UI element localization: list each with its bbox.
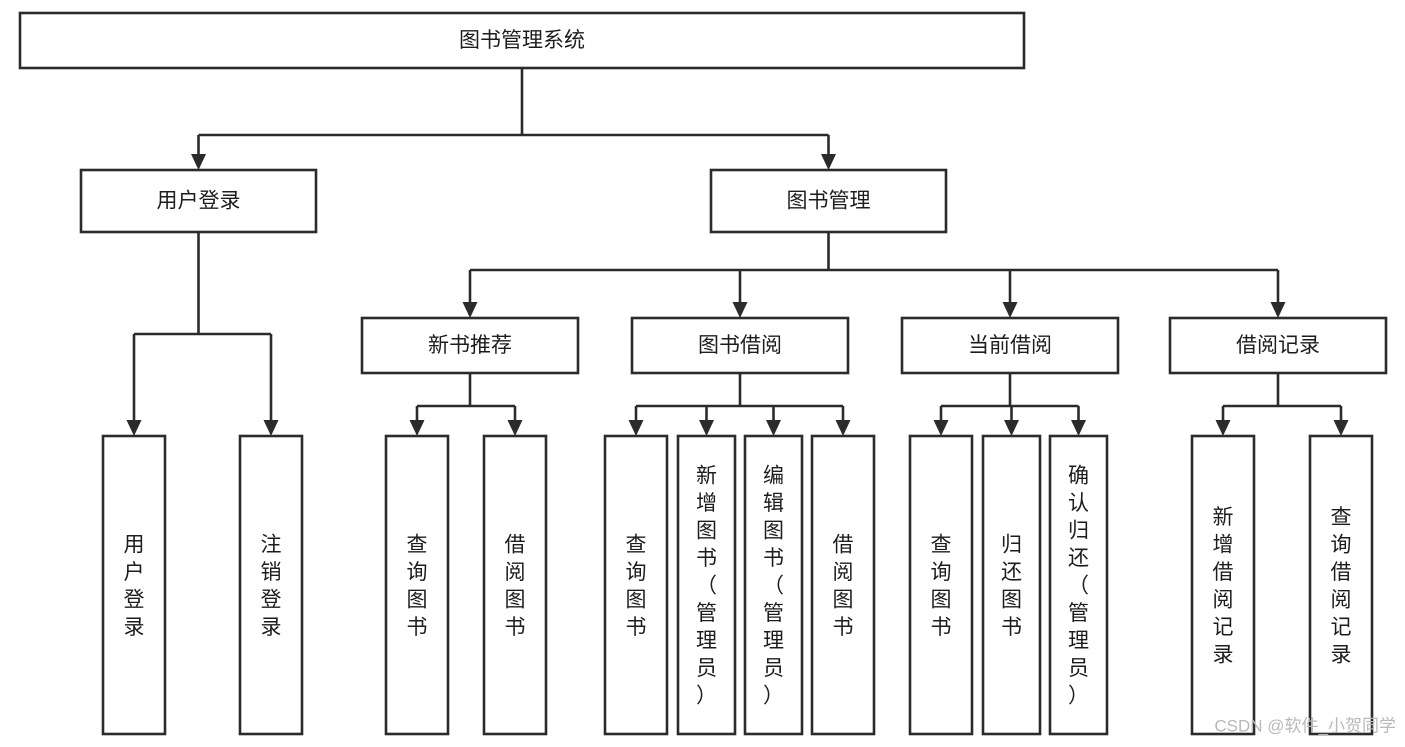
node-box[interactable]	[1168, 316, 1388, 375]
node-new-book-recommend[interactable]: 新书推荐	[360, 316, 580, 375]
node-label: 图书借阅	[698, 334, 782, 357]
node-box[interactable]	[908, 434, 974, 736]
node-label: 借阅图书	[833, 533, 854, 639]
node-label: 查询图书	[626, 533, 647, 639]
connectors-layer	[126, 68, 1349, 436]
node-label: 新增借阅记录	[1213, 506, 1234, 667]
arrow-head-icon	[699, 420, 714, 436]
arrow-head-icon	[821, 154, 836, 170]
node-leaf-add-book-admin[interactable]: 新增图书（管理员）	[676, 434, 737, 736]
node-box[interactable]	[79, 168, 318, 234]
node-label: 归还图书	[1001, 533, 1022, 639]
node-box[interactable]	[360, 316, 580, 375]
node-label: 用户登录	[157, 190, 241, 213]
node-label: 查询图书	[931, 533, 952, 639]
node-user-login[interactable]: 用户登录	[79, 168, 318, 234]
node-label: 当前借阅	[968, 334, 1052, 357]
node-box[interactable]	[101, 434, 167, 736]
arrow-head-icon	[191, 154, 206, 170]
arrow-head-icon	[462, 302, 478, 318]
node-current-borrow[interactable]: 当前借阅	[900, 316, 1120, 375]
node-label: 查询图书	[407, 533, 428, 639]
node-box[interactable]	[810, 434, 876, 736]
node-box[interactable]	[743, 434, 804, 736]
node-label: 借阅记录	[1236, 334, 1320, 357]
arrow-head-icon	[732, 302, 748, 318]
node-label: 新书推荐	[428, 334, 512, 357]
node-box[interactable]	[981, 434, 1042, 736]
node-leaf-add-borrow-record[interactable]: 新增借阅记录	[1190, 434, 1256, 736]
node-box[interactable]	[384, 434, 450, 736]
node-label: 图书管理系统	[459, 29, 585, 52]
node-box[interactable]	[1190, 434, 1256, 736]
node-box[interactable]	[1048, 434, 1109, 736]
node-borrow-record[interactable]: 借阅记录	[1168, 316, 1388, 375]
node-leaf-edit-book-admin[interactable]: 编辑图书（管理员）	[743, 434, 804, 736]
node-leaf-query-borrow-record[interactable]: 查询借阅记录	[1308, 434, 1374, 736]
node-label: 查询借阅记录	[1331, 506, 1352, 667]
node-leaf-confirm-return-admin[interactable]: 确认归还（管理员）	[1048, 434, 1109, 736]
node-leaf-borrow-book-recommend[interactable]: 借阅图书	[482, 434, 548, 736]
arrow-head-icon	[766, 420, 781, 436]
node-label: 注销登录	[261, 533, 282, 639]
node-label: 确认归还（管理员）	[1068, 465, 1089, 708]
arrow-head-icon	[835, 420, 851, 436]
arrow-head-icon	[1004, 420, 1019, 436]
node-box[interactable]	[709, 168, 948, 234]
arrow-head-icon	[1270, 302, 1286, 318]
node-book-manage[interactable]: 图书管理	[709, 168, 948, 234]
node-root[interactable]: 图书管理系统	[18, 11, 1026, 70]
arrow-head-icon	[263, 420, 279, 436]
node-leaf-query-book-current[interactable]: 查询图书	[908, 434, 974, 736]
node-box[interactable]	[676, 434, 737, 736]
node-leaf-logout-login[interactable]: 注销登录	[238, 434, 304, 736]
node-label: 图书管理	[787, 190, 871, 213]
node-book-borrow[interactable]: 图书借阅	[630, 316, 850, 375]
node-label: 用户登录	[124, 533, 145, 639]
node-box[interactable]	[482, 434, 548, 736]
node-label: 借阅图书	[505, 533, 526, 639]
arrow-head-icon	[409, 420, 425, 436]
arrow-head-icon	[507, 420, 523, 436]
csdn-watermark: CSDN @软件_小贺同学	[1214, 716, 1396, 735]
node-leaf-user-login[interactable]: 用户登录	[101, 434, 167, 736]
nodes-layer: 图书管理系统用户登录图书管理新书推荐图书借阅当前借阅借阅记录用户登录注销登录查询…	[18, 11, 1388, 736]
node-leaf-borrow-book-borrow[interactable]: 借阅图书	[810, 434, 876, 736]
arrow-head-icon	[628, 420, 644, 436]
node-leaf-query-book-borrow[interactable]: 查询图书	[603, 434, 669, 736]
node-box[interactable]	[18, 11, 1026, 70]
node-leaf-return-book[interactable]: 归还图书	[981, 434, 1042, 736]
node-box[interactable]	[900, 316, 1120, 375]
node-box[interactable]	[238, 434, 304, 736]
arrow-head-icon	[1071, 420, 1086, 436]
arrow-head-icon	[1002, 302, 1018, 318]
arrow-head-icon	[1333, 420, 1349, 436]
node-box[interactable]	[1308, 434, 1374, 736]
node-box[interactable]	[603, 434, 669, 736]
node-label: 编辑图书（管理员）	[763, 465, 784, 708]
arrow-head-icon	[933, 420, 949, 436]
arrow-head-icon	[126, 420, 142, 436]
node-label: 新增图书（管理员）	[696, 465, 717, 708]
node-leaf-query-book-recommend[interactable]: 查询图书	[384, 434, 450, 736]
node-box[interactable]	[630, 316, 850, 375]
arrow-head-icon	[1215, 420, 1231, 436]
